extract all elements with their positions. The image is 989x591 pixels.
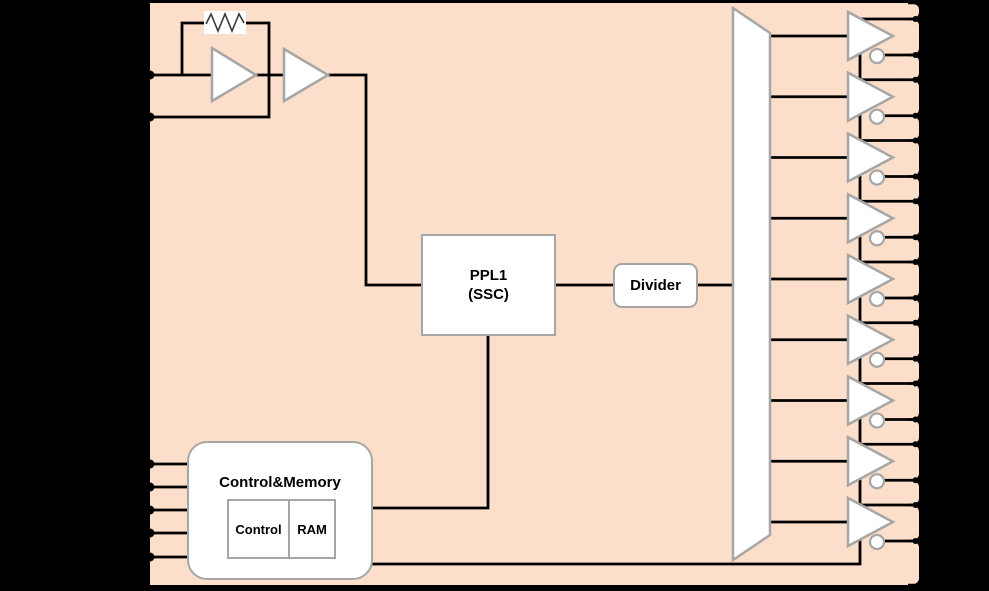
right-pin-pad <box>893 384 919 419</box>
output-pin-dot <box>912 502 919 508</box>
divider-label: Divider <box>630 277 681 294</box>
output-buffer-5-icon <box>846 252 896 306</box>
right-pin-pad <box>893 481 919 504</box>
oscillator-amp-icon <box>210 45 259 104</box>
resistor-icon <box>204 11 246 34</box>
crystal-pin-dot <box>145 112 155 122</box>
pll-label-line2: (SSC) <box>468 286 509 303</box>
buffer-8-inversion-bubble-icon <box>868 473 886 490</box>
right-pin-pad <box>893 238 919 261</box>
right-pin-pad <box>893 141 919 176</box>
control-pin-dot <box>145 505 155 515</box>
mux-icon <box>731 5 772 563</box>
output-pin-dot <box>912 538 919 544</box>
control-pin-dot <box>145 528 155 538</box>
output-pin-dot <box>912 137 919 144</box>
output-buffer-4-icon <box>846 192 896 245</box>
control-pin-dot <box>145 459 155 469</box>
buffer-3-inversion-bubble-icon <box>868 169 886 186</box>
right-pin-pad <box>893 81 919 115</box>
crystal-feedback-wire <box>150 21 271 119</box>
output-pin-dot <box>912 295 919 301</box>
output-pin-dot <box>912 52 919 58</box>
right-pin-pad <box>893 542 919 584</box>
ram-sub-block: RAM <box>290 499 336 559</box>
control-memory-inner: Control RAM <box>227 499 336 559</box>
osc-to-pll-wire <box>327 73 421 287</box>
crystal-pin-dot <box>145 70 155 80</box>
control-memory-title: Control&Memory <box>219 474 341 491</box>
output-pin-dot <box>912 259 919 265</box>
output-buffer-8-icon <box>846 435 896 488</box>
output-pin-dot <box>912 76 919 83</box>
resistor-zigzag <box>205 11 245 34</box>
pin-dots <box>145 16 919 562</box>
output-buffer-1-icon <box>846 9 896 63</box>
right-pin-pad <box>893 359 919 383</box>
output-pin-dot <box>912 477 919 484</box>
right-pin-pad <box>893 56 919 79</box>
output-pin-dot <box>912 234 919 241</box>
buffer-9-inversion-bubble-icon <box>868 533 886 551</box>
resistor-box <box>204 11 246 34</box>
output-buffer-3-icon <box>846 131 896 184</box>
output-pin-dot <box>912 319 919 326</box>
right-pin-pads <box>893 4 919 584</box>
output-buffers <box>846 9 896 551</box>
right-pin-pad <box>893 177 919 201</box>
output-pin-dot <box>912 16 919 22</box>
pll-block: PPL1 (SSC) <box>421 234 556 336</box>
control-sub-block: Control <box>227 499 290 559</box>
right-pin-pad <box>893 20 919 54</box>
output-buffer-9-icon <box>846 495 896 549</box>
output-pin-dot <box>912 416 919 423</box>
right-pin-pad <box>893 506 919 540</box>
right-pin-pad <box>893 4 919 18</box>
right-pin-pad <box>893 323 919 358</box>
right-pin-pad <box>893 117 919 140</box>
output-pin-dot <box>912 380 919 387</box>
output-buffer-7-icon <box>846 374 896 427</box>
output-pin-dot <box>912 441 919 448</box>
right-pin-pad <box>893 445 919 479</box>
output-pin-dot <box>912 355 919 362</box>
output-buffer-2-icon <box>846 70 896 123</box>
right-pin-pad <box>893 263 919 297</box>
buffer-4-inversion-bubble-icon <box>868 230 886 247</box>
wires <box>150 17 916 566</box>
right-pin-pad <box>893 202 919 236</box>
output-pin-dot <box>912 198 919 205</box>
right-pin-pad <box>893 420 919 444</box>
right-pin-pad <box>893 299 919 322</box>
buffer-5-inversion-bubble-icon <box>868 290 886 308</box>
buffer-1-inversion-bubble-icon <box>868 47 886 65</box>
buffer-6-inversion-bubble-icon <box>868 351 886 368</box>
buffer-7-inversion-bubble-icon <box>868 412 886 429</box>
buffer-2-inversion-bubble-icon <box>868 108 886 125</box>
pll-label-line1: PPL1 <box>469 267 508 284</box>
oscillator-buffer-amp-icon <box>282 46 331 104</box>
control-pin-dot <box>145 552 155 562</box>
divider-block: Divider <box>613 263 698 308</box>
output-buffer-6-icon <box>846 313 896 366</box>
control-pin-dot <box>145 482 155 492</box>
control-memory-block: Control&Memory Control RAM <box>187 441 373 580</box>
output-pin-dot <box>912 173 919 180</box>
control-to-pll-wire <box>372 334 490 510</box>
output-pin-dot <box>912 112 919 119</box>
